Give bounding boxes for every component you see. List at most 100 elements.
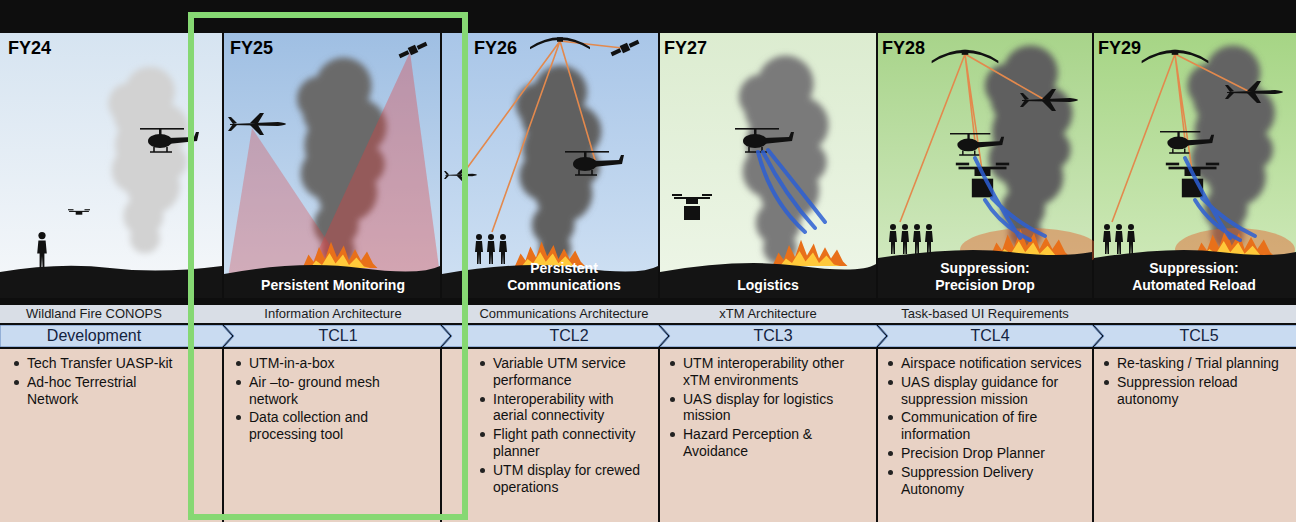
firefighter xyxy=(1103,224,1111,254)
bullet-dot xyxy=(236,380,241,385)
capability-box: Re-tasking / Trial planningSuppression r… xyxy=(1094,349,1296,522)
retardant-drop xyxy=(758,150,825,232)
capability-text: Suppression reload autonomy xyxy=(1117,374,1286,408)
firefighter xyxy=(475,234,483,264)
cargo-drone xyxy=(1166,163,1219,198)
phase-caption: Persistent Communications xyxy=(474,260,654,294)
bullet-item: UTM-in-a-box xyxy=(234,355,432,372)
fixed-wing-uav xyxy=(444,169,477,181)
capability-box: Tech Transfer UASP-kitAd-hoc Terrestrial… xyxy=(0,349,222,522)
comm-link xyxy=(900,54,1045,222)
helicopter xyxy=(1160,131,1214,153)
bullet-item: Air –to- ground mesh network xyxy=(234,374,432,408)
phase-panel: FY24 xyxy=(0,33,222,298)
phase-panel: FY28Suppression: Precision Drop xyxy=(878,33,1092,298)
capability-box: Variable UTM service performanceInterope… xyxy=(442,349,658,522)
firefighter xyxy=(889,224,897,254)
panel-sky xyxy=(878,33,1092,298)
tcl-label: Development xyxy=(47,326,141,346)
phase-panel: FY25Persistent Monitoring xyxy=(224,33,440,298)
tcl-chevron: TCL1 xyxy=(224,325,450,347)
bullet-dot xyxy=(888,451,893,456)
capability-text: UTM interoperability other xTM environme… xyxy=(683,355,868,389)
bullet-item: Suppression Delivery Autonomy xyxy=(886,464,1084,498)
chevron-outline xyxy=(1094,325,1296,347)
capability-box: UTM-in-a-boxAir –to- ground mesh network… xyxy=(224,349,440,522)
chevron-outline xyxy=(0,325,232,347)
label-slot: Communications Architecture xyxy=(474,305,654,323)
firefighter xyxy=(487,234,495,264)
bullet-item: Flight path connectivity planner xyxy=(478,426,650,460)
comm-link xyxy=(462,41,622,232)
panel-sky xyxy=(1094,33,1296,298)
bullet-dot xyxy=(480,361,485,366)
tcl-chevron: TCL3 xyxy=(660,325,886,347)
helicopter xyxy=(735,128,794,152)
firefighter xyxy=(1127,224,1135,254)
bullet-dot xyxy=(236,361,241,366)
capability-text: Flight path connectivity planner xyxy=(493,426,650,460)
fire-flames xyxy=(773,240,848,266)
ground xyxy=(0,266,222,298)
capability-text: Air –to- ground mesh network xyxy=(249,374,432,408)
panel-sky xyxy=(660,33,876,298)
firefighter xyxy=(1115,224,1123,254)
tcl-label: TCL4 xyxy=(970,326,1009,346)
bullet-dot xyxy=(480,397,485,402)
year-label: FY27 xyxy=(664,37,707,59)
smoke-plume xyxy=(108,67,188,254)
smoke-plume xyxy=(739,56,829,265)
tcl-chevron: TCL2 xyxy=(442,325,668,347)
bullet-item: Airspace notification services xyxy=(886,355,1084,372)
tcl-chevron: TCL5 xyxy=(1094,325,1296,347)
bullet-dot xyxy=(480,432,485,437)
bullet-item: UAS display guidance for suppression mis… xyxy=(886,374,1084,408)
tcl-chevron: TCL4 xyxy=(878,325,1102,347)
capability-text: UAS display for logistics mission xyxy=(683,391,868,425)
label-slot: Wildland Fire CONOPS xyxy=(8,305,180,323)
capability-text: Variable UTM service performance xyxy=(493,355,650,389)
capability-text: Tech Transfer UASP-kit xyxy=(27,355,173,372)
capability-text: Re-tasking / Trial planning xyxy=(1117,355,1279,372)
satellite xyxy=(398,40,429,60)
highlight-frame xyxy=(191,15,465,517)
fire-flames xyxy=(303,242,378,268)
bullet-item: Re-tasking / Trial planning xyxy=(1102,355,1286,372)
capability-box: UTM interoperability other xTM environme… xyxy=(660,349,876,522)
chevron-outline xyxy=(224,325,450,347)
tcl-label: TCL2 xyxy=(549,326,588,346)
capability-text: Interoperability with aerial connectivit… xyxy=(493,391,650,425)
bullet-dot xyxy=(14,361,19,366)
retardant-drop xyxy=(1185,158,1255,240)
comm-link xyxy=(1112,54,1250,222)
chevron-outline xyxy=(660,325,886,347)
bullet-dot xyxy=(236,415,241,420)
panel-sky xyxy=(0,33,222,298)
bullet-dot xyxy=(888,415,893,420)
satellite xyxy=(610,38,641,58)
helicopter xyxy=(950,133,1004,155)
firefighter xyxy=(925,224,933,254)
bullet-item: Tech Transfer UASP-kit xyxy=(12,355,176,372)
capability-box: Airspace notification servicesUAS displa… xyxy=(878,349,1092,522)
year-label: FY29 xyxy=(1098,37,1141,59)
capability-text: UTM display for crewed operations xyxy=(493,462,650,496)
year-label: FY26 xyxy=(474,37,517,59)
capability-text: Communication of fire information xyxy=(901,409,1084,443)
firefighter xyxy=(499,234,507,264)
bullet-item: UTM display for crewed operations xyxy=(478,462,650,496)
bullet-item: UAS display for logistics mission xyxy=(668,391,868,425)
capability-text: Data collection and processing tool xyxy=(249,409,432,443)
firefighter xyxy=(901,224,909,254)
capability-text: Suppression Delivery Autonomy xyxy=(901,464,1084,498)
helicopter xyxy=(565,151,624,175)
high-altitude-aircraft xyxy=(932,50,999,63)
panel-sky xyxy=(224,33,440,298)
cargo-drone xyxy=(672,194,712,220)
label-slot: xTM Architecture xyxy=(664,305,872,323)
capability-text: Hazard Perception & Avoidance xyxy=(683,426,868,460)
tcl-label: TCL5 xyxy=(1179,326,1218,346)
bullet-dot xyxy=(14,380,19,385)
